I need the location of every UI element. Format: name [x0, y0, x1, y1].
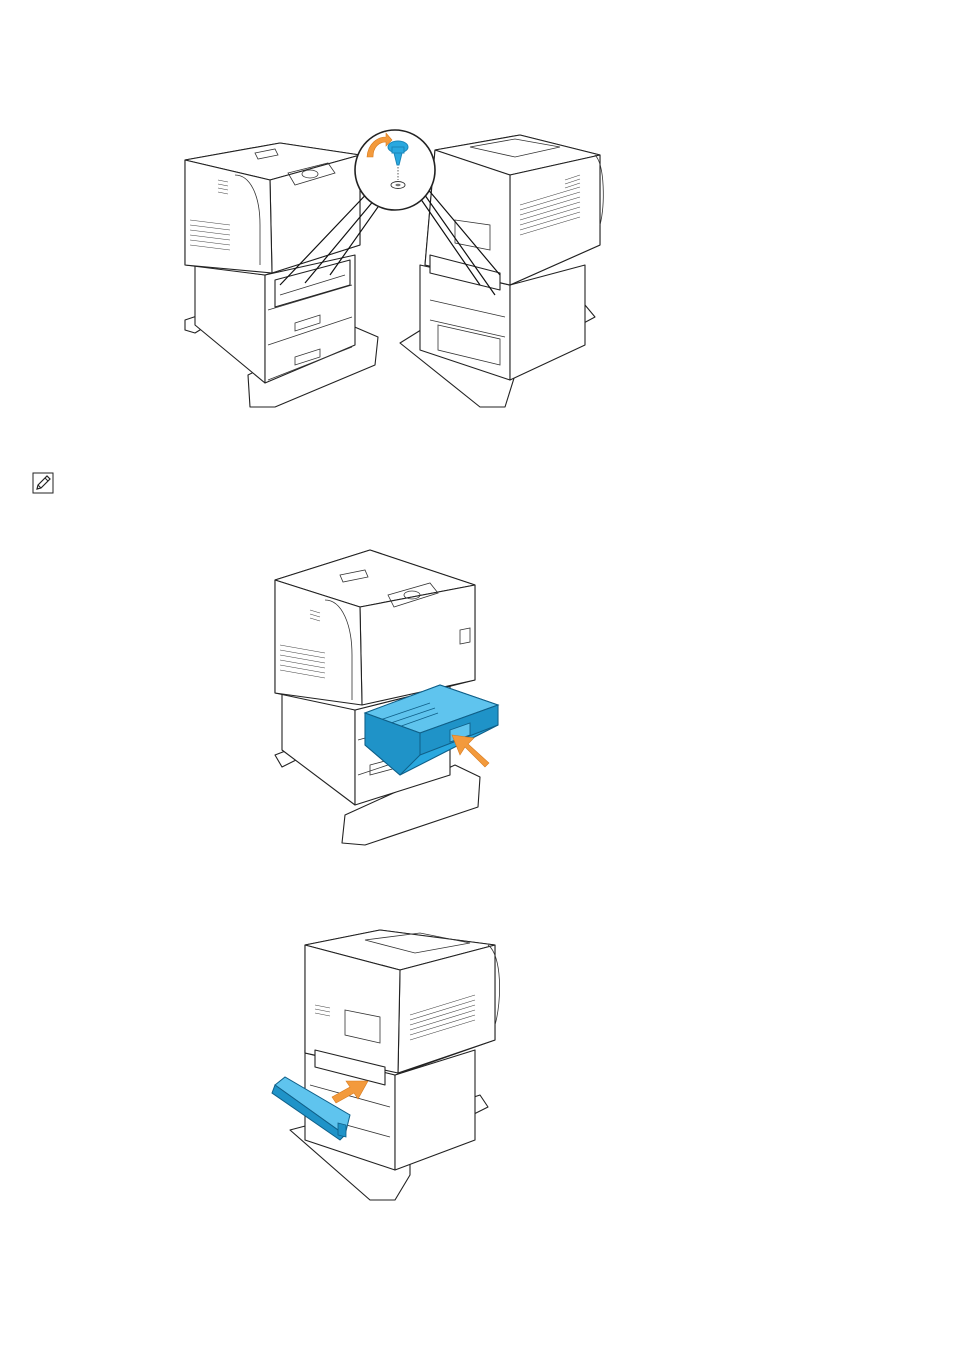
printer-front-view	[185, 143, 378, 407]
push-arrow-icon	[452, 735, 489, 767]
pencil-note-icon	[32, 472, 54, 494]
remove-screws-figure	[180, 125, 605, 410]
insert-tray-figure	[270, 545, 505, 845]
attach-rear-cover-figure	[270, 925, 505, 1205]
